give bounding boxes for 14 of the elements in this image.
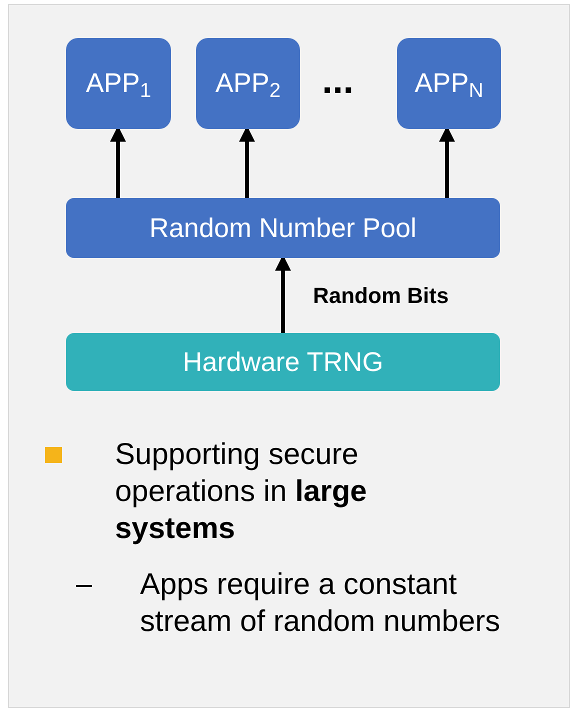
box-label: APP$_{2}$ [215, 67, 281, 104]
sub-bullet-text: Apps require a constant stream of random numbers [140, 567, 502, 640]
ellipsis: ... [322, 62, 354, 100]
box-label: APP$_{1}$ [86, 67, 152, 104]
edge-label: Random Bits [313, 284, 449, 306]
process-box [66, 38, 171, 129]
box-label: Random Number Pool [149, 212, 417, 245]
process-box [397, 38, 501, 129]
box-label: Hardware TRNG [182, 346, 384, 379]
process-box [66, 198, 500, 258]
process-box [66, 333, 500, 391]
process-box [196, 38, 300, 129]
box-label: APP$_{N}$ [414, 67, 484, 104]
bullet-text: Supporting secure operations in large systems [115, 437, 368, 547]
